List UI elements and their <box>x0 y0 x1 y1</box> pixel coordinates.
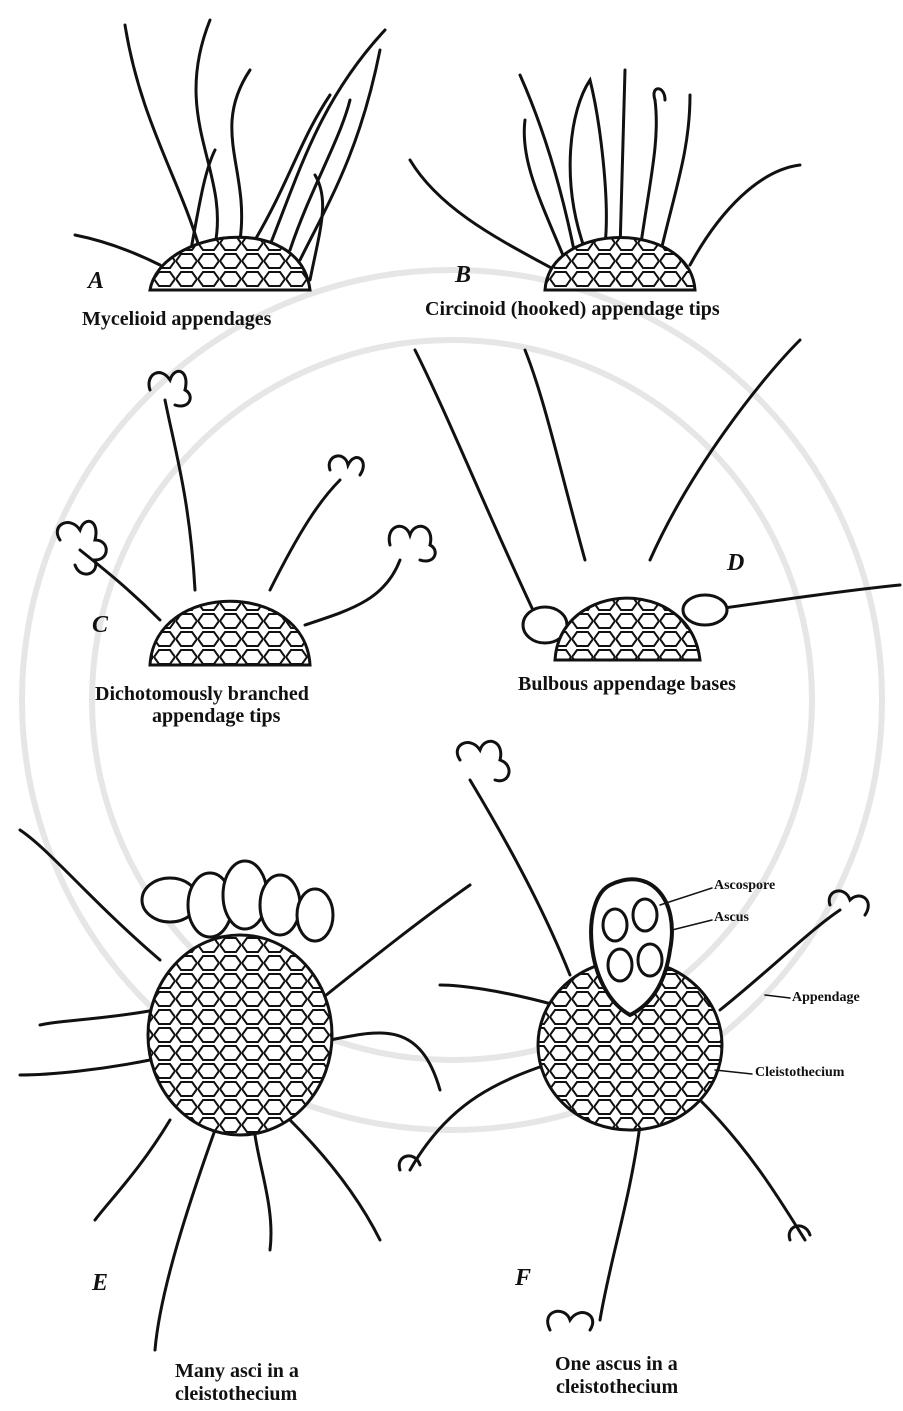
panel-b-drawing <box>410 70 800 290</box>
caption-c-line2: appendage tips <box>152 705 280 727</box>
panel-letter-b: B <box>455 262 471 289</box>
caption-a: Mycelioid appendages <box>82 308 271 330</box>
panel-letter-f: F <box>515 1265 531 1292</box>
leader-ascospore <box>660 888 712 905</box>
cleistothecium-a <box>150 237 310 290</box>
callout-appendage: Appendage <box>792 990 860 1006</box>
leader-ascus <box>672 920 712 930</box>
cleistothecium-b <box>545 238 695 291</box>
panel-f-drawing <box>399 741 868 1330</box>
panel-a-drawing <box>75 20 385 290</box>
panel-c-drawing <box>57 371 435 665</box>
caption-e-line1: Many asci in a <box>175 1360 299 1382</box>
caption-c-line1: Dichotomously branched <box>95 683 309 705</box>
leader-cleistothecium <box>715 1070 752 1074</box>
panel-d-drawing <box>415 340 900 660</box>
callout-ascospore: Ascospore <box>714 878 775 894</box>
panel-letter-d: D <box>727 550 744 577</box>
cleistothecium-d <box>555 598 700 660</box>
callout-cleistothecium: Cleistothecium <box>755 1065 844 1081</box>
caption-f-line2: cleistothecium <box>556 1376 678 1398</box>
caption-d: Bulbous appendage bases <box>518 673 736 695</box>
panel-letter-a: A <box>88 268 104 295</box>
panel-letter-c: C <box>92 612 108 639</box>
panel-letter-e: E <box>92 1270 108 1297</box>
leader-appendage <box>765 995 790 998</box>
cleistothecium-c <box>150 601 310 665</box>
panel-e-drawing <box>20 830 470 1350</box>
caption-e-line2: cleistothecium <box>175 1383 297 1405</box>
callout-ascus: Ascus <box>714 910 749 926</box>
cleistothecium-e <box>148 935 332 1135</box>
caption-b: Circinoid (hooked) appendage tips <box>425 298 720 320</box>
caption-f-line1: One ascus in a <box>555 1353 678 1375</box>
